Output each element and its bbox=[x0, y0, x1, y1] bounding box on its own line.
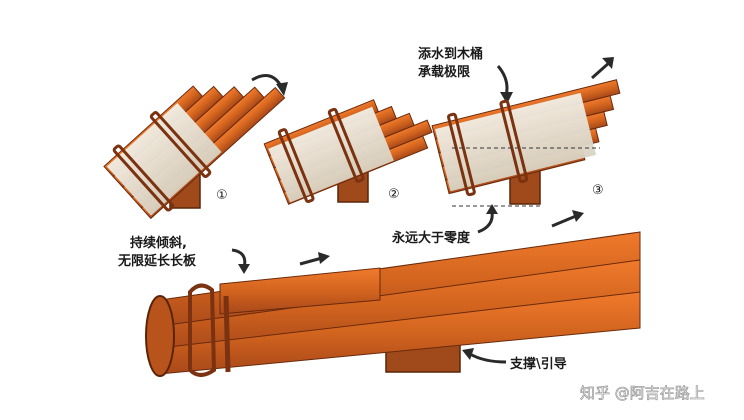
arrow-icon bbox=[469, 352, 507, 364]
step-number-2: ② bbox=[388, 187, 400, 202]
water-limit-label-line1: 添水到木桶 bbox=[418, 46, 483, 62]
barrel-step-3 bbox=[431, 79, 621, 205]
barrel-hoop bbox=[112, 144, 175, 212]
long-barrel bbox=[145, 231, 641, 377]
water-fill bbox=[435, 92, 597, 192]
tilt-label-line2: 无限延长长板 bbox=[117, 253, 197, 269]
barrel-step-1 bbox=[103, 85, 286, 220]
arrowhead-icon bbox=[238, 264, 250, 274]
barrel-end-cap bbox=[145, 295, 175, 377]
arrowhead-icon bbox=[500, 92, 513, 104]
barrel-hoop bbox=[188, 283, 217, 377]
barrel-hoop bbox=[327, 107, 365, 183]
support-label: 支撑\引导 bbox=[509, 356, 567, 372]
tilt-label-line1: 持续倾斜, bbox=[130, 235, 187, 251]
barrel-hoop bbox=[223, 295, 231, 373]
arrowhead-icon bbox=[572, 210, 584, 222]
water-fill bbox=[106, 102, 222, 216]
barrel-hoop bbox=[277, 128, 315, 204]
arrowhead-icon bbox=[486, 204, 498, 214]
step-number-3: ③ bbox=[592, 183, 604, 198]
water-fill bbox=[268, 106, 394, 203]
arrowhead-icon bbox=[462, 348, 474, 360]
water-limit-label-line2: 承载极限 bbox=[418, 64, 471, 80]
arrow-icon bbox=[477, 211, 494, 234]
arrow-icon bbox=[591, 60, 611, 80]
step-number-1: ① bbox=[216, 188, 228, 203]
arrow-icon bbox=[299, 256, 323, 266]
arrow-icon bbox=[496, 65, 509, 97]
arrow-icon bbox=[551, 214, 577, 228]
arrowhead-icon bbox=[276, 82, 288, 96]
arrowhead-icon bbox=[602, 57, 614, 69]
watermark: 知乎 @阿吉在路上 bbox=[580, 384, 705, 402]
barrel-hoop bbox=[149, 111, 212, 179]
barrel-step-2 bbox=[263, 99, 433, 205]
barrel-hoop bbox=[499, 99, 529, 184]
short-stave bbox=[219, 267, 381, 315]
arrowhead-icon bbox=[318, 252, 330, 264]
barrel-hoop bbox=[447, 112, 476, 197]
above-zero-label: 永远大于零度 bbox=[391, 230, 471, 246]
